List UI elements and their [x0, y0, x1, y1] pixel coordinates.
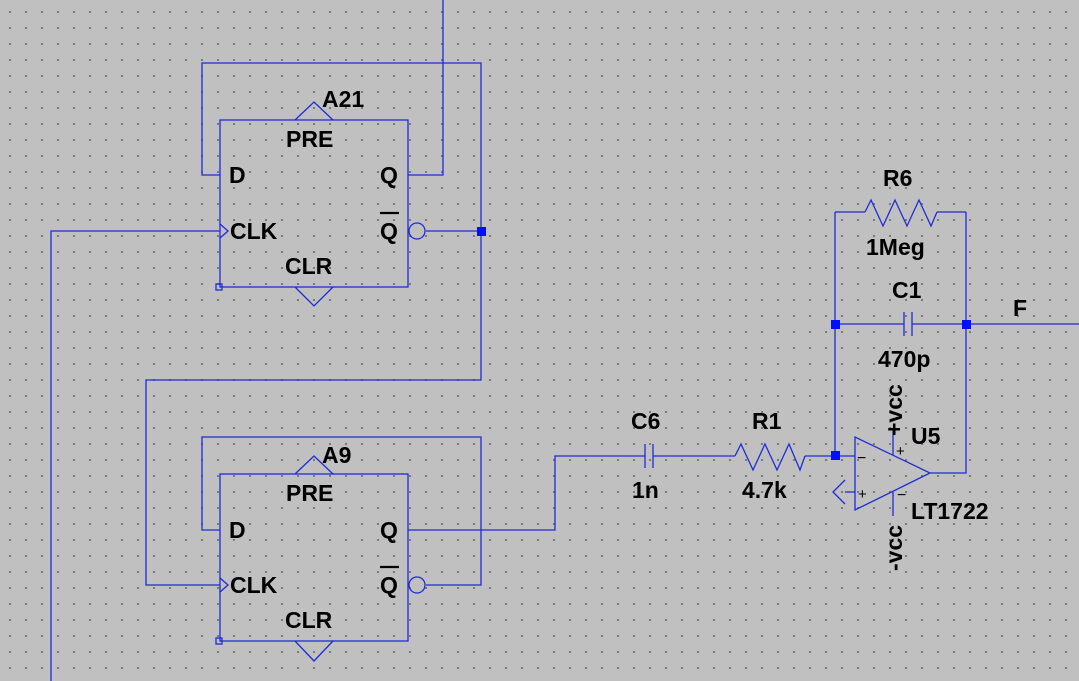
clr-bubble-triangle — [294, 286, 334, 307]
pin-pre-label: PRE — [286, 126, 333, 152]
pin-clk-label: CLK — [230, 218, 278, 244]
wire-feedback-right[interactable] — [930, 212, 967, 474]
pin-d-label: D — [229, 162, 246, 188]
clr-pin-square — [215, 637, 223, 645]
junction-dot[interactable] — [831, 451, 840, 460]
opamp-u5[interactable]: − + + − +vcc -vcc U5 LT1722 — [832, 384, 989, 571]
pin-qbar-label: Q — [380, 572, 398, 598]
clr-pin-square — [215, 283, 223, 291]
flipflop-a21[interactable]: A21 PRE D Q CLK Q CLR — [215, 86, 426, 307]
junction-dot[interactable] — [831, 320, 840, 329]
pre-bubble-triangle — [294, 455, 334, 475]
resistor-r6-name: R6 — [883, 165, 912, 191]
opamp-plus-sign: + — [858, 486, 867, 503]
flipflop-a21-name: A21 — [322, 86, 364, 112]
opamp-supply-pos-label: +vcc — [881, 384, 907, 436]
capacitor-c1[interactable]: C1 470p — [878, 277, 930, 372]
wire-a21-clk[interactable] — [50, 230, 220, 681]
pre-bubble-triangle — [294, 101, 334, 121]
resistor-r1-value: 4.7k — [742, 477, 787, 503]
opamp-supply-pos-sign: + — [896, 443, 905, 460]
capacitor-c1-name: C1 — [892, 277, 922, 303]
junction-dot[interactable] — [962, 320, 971, 329]
net-label-f[interactable]: F — [1013, 295, 1027, 321]
pin-q-label: Q — [380, 517, 398, 543]
pin-clr-label: CLR — [285, 607, 333, 633]
junctions — [477, 227, 971, 460]
wire-a21-to-a9-clk[interactable] — [145, 231, 482, 586]
capacitor-c6-value: 1n — [632, 477, 659, 503]
junction-dot[interactable] — [477, 227, 486, 236]
flipflop-a21-body — [219, 119, 409, 288]
capacitor-c6[interactable]: C6 1n — [631, 408, 660, 503]
resistor-r1[interactable]: R1 4.7k — [734, 408, 806, 503]
resistor-r6[interactable]: R6 1Meg — [864, 165, 938, 260]
pin-qbar-label: Q — [380, 218, 398, 244]
qbar-bubble — [408, 576, 426, 594]
resistor-r1-zigzag — [734, 442, 806, 472]
resistor-r6-value: 1Meg — [866, 234, 925, 260]
wire-a21-d-loop[interactable] — [201, 62, 482, 231]
capacitor-c6-name: C6 — [631, 408, 660, 434]
wire-a9-q-to-c6[interactable] — [408, 455, 645, 531]
opamp-supply-neg-sign: − — [897, 487, 906, 504]
pin-clr-label: CLR — [285, 253, 333, 279]
pin-d-label: D — [229, 517, 246, 543]
resistor-r1-name: R1 — [752, 408, 782, 434]
wire-a9-d-loop[interactable] — [201, 436, 482, 586]
opamp-u5-name: U5 — [911, 423, 941, 449]
clr-bubble-triangle — [294, 640, 334, 662]
capacitor-c1-value: 470p — [878, 346, 930, 372]
pin-clk-label: CLK — [230, 572, 278, 598]
pin-pre-label: PRE — [286, 480, 333, 506]
wires — [50, 0, 1079, 681]
opamp-plus-input-ref — [832, 479, 846, 505]
clk-edge-marker — [219, 577, 229, 593]
qbar-bubble — [408, 222, 426, 240]
opamp-minus-sign: − — [857, 450, 866, 467]
resistor-r6-zigzag — [864, 198, 938, 228]
opamp-supply-neg-label: -vcc — [881, 525, 907, 571]
flipflop-a9-body — [219, 473, 409, 642]
flipflop-a9[interactable]: A9 PRE D Q CLK Q CLR — [215, 442, 426, 662]
opamp-u5-model: LT1722 — [911, 498, 989, 524]
clk-edge-marker — [219, 223, 229, 239]
flipflop-a9-name: A9 — [322, 442, 351, 468]
wire-a21-q[interactable] — [408, 0, 444, 176]
pin-q-label: Q — [380, 162, 398, 188]
